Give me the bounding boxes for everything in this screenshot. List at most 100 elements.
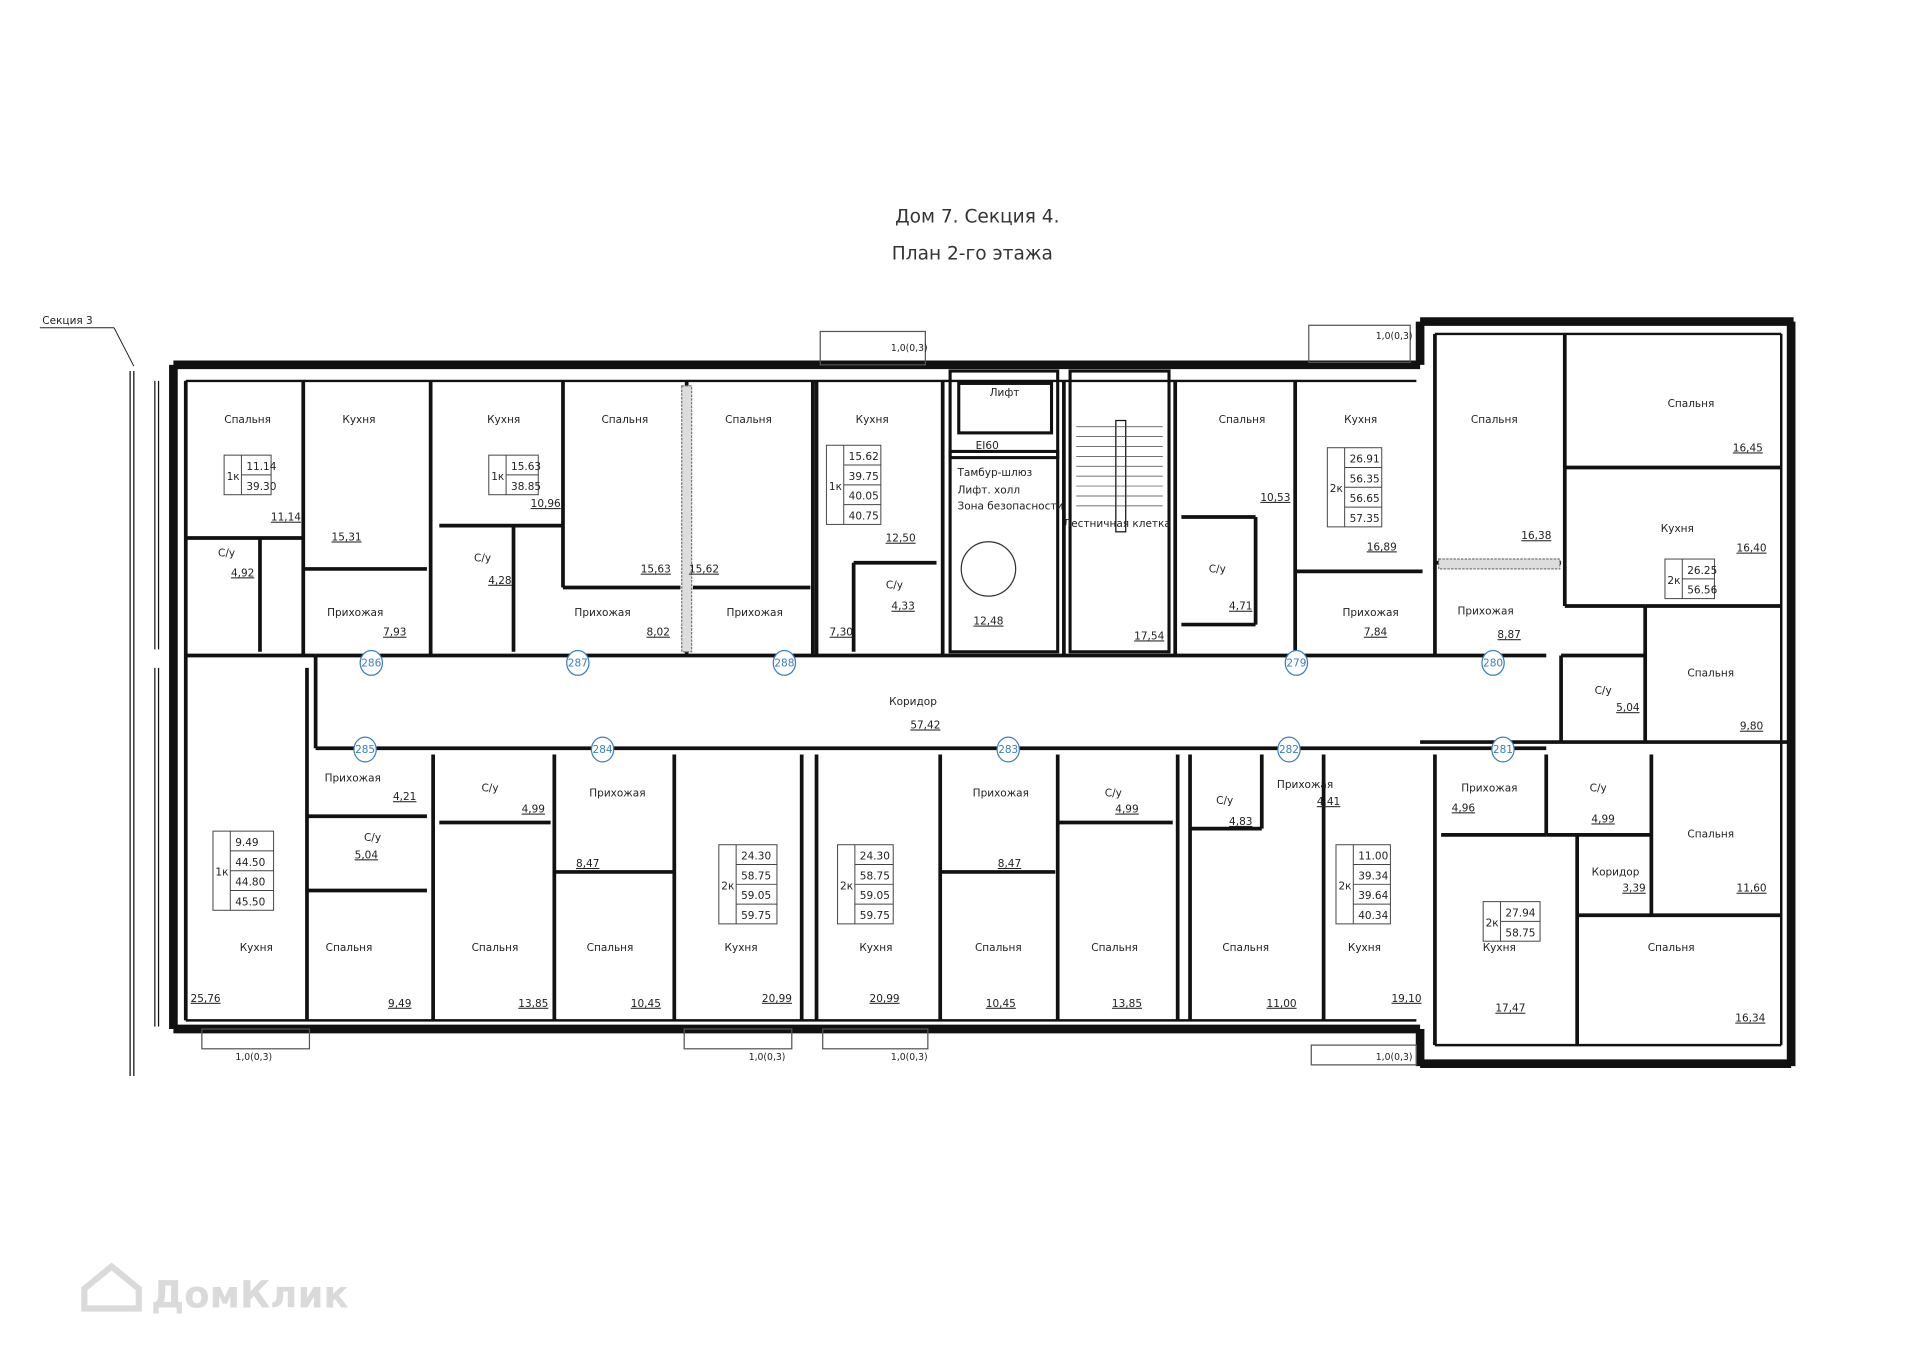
- apartment-type: 2к: [1486, 917, 1499, 929]
- balcony: [1308, 324, 1411, 363]
- stair-area: 17,54: [1134, 630, 1164, 642]
- apartment-number: 280: [1483, 658, 1503, 670]
- apartment-number: 282: [1279, 744, 1299, 756]
- room-area: 13,85: [518, 998, 548, 1010]
- room-name: Спальня: [472, 942, 519, 954]
- room-name: Прихожая: [1461, 783, 1517, 795]
- apartment-area-value: 15.62: [849, 451, 879, 463]
- room-area: 17,47: [1495, 1003, 1525, 1015]
- room-area: 16,34: [1735, 1013, 1765, 1025]
- apartment-area-value: 11.14: [246, 461, 276, 473]
- balconies: 1,0(0,3) 1,0(0,3) 1,0(0,3) 1,0(0,3) 1,0(0,3)…: [201, 324, 1417, 1066]
- room-name: С/у: [1105, 787, 1122, 799]
- room-area: 15,63: [641, 564, 671, 576]
- room-name: С/у: [1209, 564, 1226, 576]
- room-name: Спальня: [326, 942, 373, 954]
- room-name: С/у: [886, 580, 903, 592]
- apartment-door-marker: [359, 649, 384, 676]
- room-name: Спальня: [975, 942, 1022, 954]
- apartment-number: 286: [361, 658, 381, 670]
- balcony: [822, 1028, 929, 1050]
- room-area: 8,87: [1497, 629, 1520, 641]
- balcony-label: 1,0(0,3): [235, 1052, 272, 1063]
- room-name: С/у: [481, 783, 498, 795]
- watermark: ДомКлик: [81, 1262, 349, 1316]
- room-area: 11,14: [271, 512, 301, 524]
- hatched-wall: [681, 385, 693, 653]
- apartment-door-marker: [996, 736, 1020, 763]
- apartment-area-value: 27.94: [1505, 907, 1535, 919]
- neighbor-section-label: Секция 3: [42, 315, 92, 327]
- watermark-text: ДомКлик: [151, 1273, 349, 1316]
- balcony-label: 1,0(0,3): [1376, 331, 1413, 342]
- room-area: 15,31: [332, 531, 362, 543]
- balcony-label: 1,0(0,3): [891, 1052, 928, 1063]
- apartment-area-value: 44.80: [235, 877, 265, 889]
- building-core: Лифт EI60 Тамбур-шлюз Лифт. холл Зона бе…: [889, 387, 1171, 732]
- room-name: Кухня: [1483, 942, 1516, 954]
- wheelchair-zone-icon: [960, 541, 1017, 597]
- plan-title-line1: Дом 7. Секция 4.: [895, 207, 1059, 228]
- apartment-area-value: 57.35: [1350, 513, 1380, 525]
- balcony: [683, 1028, 793, 1050]
- apartment-area-value: 40.34: [1358, 910, 1388, 922]
- apartment-number: 281: [1493, 744, 1513, 756]
- room-area: 5,04: [355, 849, 379, 861]
- apartment-area-value: 44.50: [235, 857, 265, 869]
- room-name: С/у: [1216, 795, 1233, 807]
- room-area: 4,83: [1229, 816, 1252, 828]
- apartment-area-value: 39.30: [246, 481, 276, 493]
- balcony-label: 1,0(0,3): [749, 1052, 786, 1063]
- apartment-door-marker: [353, 736, 377, 763]
- apartment-area-value: 40.75: [849, 510, 879, 522]
- room-name: Спальня: [1219, 414, 1266, 426]
- apartment-number: 285: [355, 744, 375, 756]
- leader-line: [113, 327, 135, 367]
- balcony: [1310, 1044, 1417, 1066]
- room-area: 7,30: [830, 627, 853, 639]
- room-name: Спальня: [1471, 414, 1518, 426]
- room-area: 4,41: [1317, 796, 1340, 808]
- room-area: 12,50: [886, 533, 916, 545]
- apartment-door-marker: [1284, 649, 1309, 676]
- core-room: [957, 381, 1054, 435]
- room-area: 13,85: [1112, 998, 1142, 1010]
- apartment-number: 279: [1286, 658, 1306, 670]
- room-name: Кухня: [859, 942, 892, 954]
- apartment-door-marker: [772, 649, 797, 676]
- room-name: Прихожая: [574, 607, 630, 619]
- core-room: [948, 449, 1060, 654]
- apartment-area-value: 26.25: [1687, 565, 1717, 577]
- room-area: 8,47: [998, 858, 1021, 870]
- apartment-area-value: 39.34: [1358, 870, 1388, 882]
- room-area: 4,99: [1115, 804, 1138, 816]
- room-name: Прихожая: [589, 787, 645, 799]
- room-name: Коридор: [1592, 867, 1640, 879]
- room-name: Кухня: [1348, 942, 1381, 954]
- room-name: Прихожая: [973, 787, 1029, 799]
- lobby-label-3: Зона безопасности: [958, 501, 1064, 513]
- room-name: Спальня: [587, 942, 634, 954]
- apartment-type: 2к: [1330, 483, 1343, 495]
- room-name: С/у: [218, 548, 235, 560]
- room-name: Прихожая: [727, 607, 783, 619]
- room-area: 16,40: [1737, 543, 1767, 555]
- room-area: 8,47: [576, 858, 599, 870]
- room-name: Спальня: [1648, 942, 1695, 954]
- apartment-area-value: 26.91: [1350, 454, 1380, 466]
- apartment-area-value: 24.30: [741, 851, 771, 863]
- apartment-area-value: 58.75: [860, 870, 890, 882]
- apartment-area-value: 58.75: [1505, 927, 1535, 939]
- apartment-number: 283: [998, 744, 1018, 756]
- room-area: 20,99: [870, 993, 900, 1005]
- apartment-number: 288: [774, 658, 794, 670]
- room-area: 25,76: [191, 993, 221, 1005]
- room-area: 7,84: [1364, 627, 1388, 639]
- lobby-label-2: Лифт. холл: [958, 484, 1021, 496]
- apartment-area-value: 9.49: [235, 837, 258, 849]
- balcony-label: 1,0(0,3): [891, 343, 928, 354]
